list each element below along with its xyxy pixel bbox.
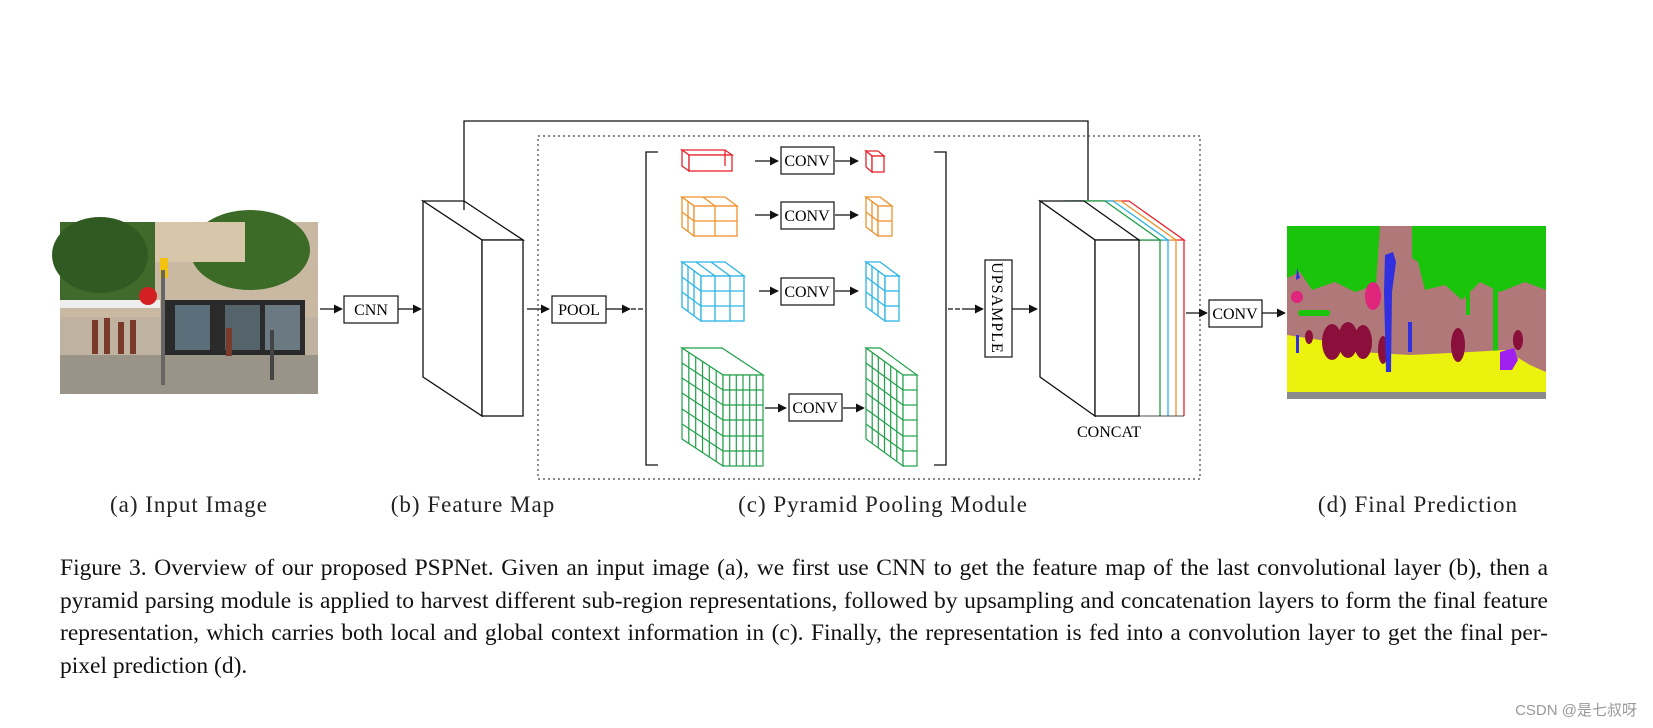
feature-map — [420, 199, 526, 418]
right-bracket — [934, 151, 947, 466]
pool-bin-1x1 — [679, 148, 735, 173]
reduced-bin-6x6 — [864, 346, 919, 468]
pyramid-module-frame — [537, 135, 1201, 480]
conv-box-4 — [788, 393, 843, 422]
pool-label: POOL — [558, 302, 600, 319]
reduced-bin-2x2 — [864, 195, 894, 238]
watermark: CSDN @是七叔呀 — [1515, 702, 1637, 719]
input-image — [52, 210, 318, 394]
stage-a-caption: (a) Input Image — [110, 492, 268, 517]
left-bracket — [645, 151, 658, 466]
pspnet-diagram: CNN POOL CONV — [52, 120, 1546, 517]
upsample-box — [984, 259, 1013, 358]
skip-connection — [463, 120, 1093, 218]
reduced-bin-3x3 — [864, 260, 901, 323]
conv-label-1: CONV — [784, 153, 830, 170]
conv-label-2: CONV — [784, 208, 830, 225]
conv-label-3: CONV — [784, 284, 830, 301]
conv-box-1 — [780, 146, 835, 175]
upsample-label: UPSAMPLE — [988, 262, 1005, 354]
pool-box — [551, 295, 607, 324]
conv-box-2 — [780, 201, 835, 230]
final-conv-box — [1208, 299, 1263, 328]
figure-caption: Figure 3. Overview of our proposed PSPNe… — [60, 555, 1548, 679]
reduced-bin-1x1 — [864, 149, 886, 174]
concat-block — [1037, 199, 1187, 418]
pool-bin-6x6 — [679, 346, 766, 468]
stage-d-caption: (d) Final Prediction — [1318, 492, 1518, 517]
final-prediction-map — [1287, 226, 1546, 399]
conv-label-4: CONV — [792, 400, 838, 417]
final-conv-label: CONV — [1212, 306, 1258, 323]
concat-label: CONCAT — [1077, 424, 1141, 441]
conv-box-3 — [780, 277, 835, 306]
cnn-label: CNN — [354, 302, 388, 319]
pool-bin-3x3 — [680, 260, 746, 323]
stage-b-caption: (b) Feature Map — [391, 492, 555, 517]
pool-bin-2x2 — [680, 195, 739, 238]
stage-c-caption: (c) Pyramid Pooling Module — [738, 492, 1028, 517]
